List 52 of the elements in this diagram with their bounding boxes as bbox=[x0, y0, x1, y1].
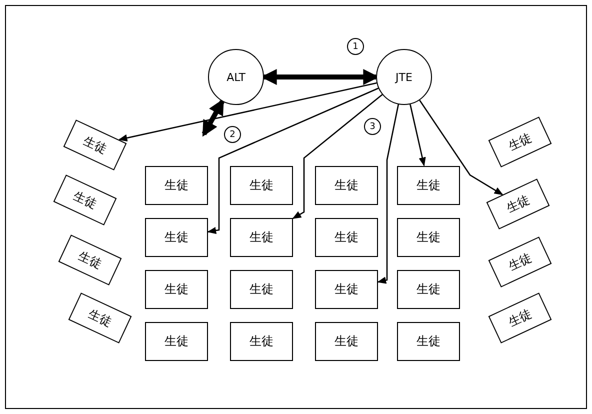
student-box bbox=[315, 270, 378, 308]
node-label: 生徒 bbox=[506, 305, 534, 331]
node-label: JTE bbox=[396, 70, 412, 84]
student-box bbox=[230, 166, 293, 204]
student-box bbox=[397, 218, 460, 256]
node-label: 生徒 bbox=[76, 247, 104, 273]
node-label: 生徒 bbox=[506, 129, 534, 155]
arrow bbox=[118, 82, 377, 142]
node-label: 生徒 bbox=[250, 176, 274, 194]
arrow bbox=[410, 104, 426, 166]
callout-number: 1 bbox=[347, 38, 364, 55]
double-arrow bbox=[202, 98, 224, 137]
node-label: 生徒 bbox=[250, 280, 274, 298]
arrow bbox=[207, 88, 379, 234]
node-label: ALT bbox=[226, 70, 246, 84]
node-label: 生徒 bbox=[250, 332, 274, 350]
arrow bbox=[292, 94, 383, 220]
student-box bbox=[315, 322, 378, 360]
node-label: 生徒 bbox=[334, 332, 358, 350]
student-box bbox=[397, 322, 460, 360]
node-label: 生徒 bbox=[334, 176, 358, 194]
node-label: 生徒 bbox=[70, 187, 100, 213]
arrow bbox=[377, 104, 400, 284]
student-box bbox=[230, 322, 293, 360]
node-label: 生徒 bbox=[334, 228, 358, 246]
node-label: 生徒 bbox=[164, 332, 188, 350]
arrow bbox=[419, 100, 504, 196]
student-box bbox=[315, 218, 378, 256]
student-box bbox=[315, 166, 378, 204]
node-label: 生徒 bbox=[334, 280, 358, 298]
node-label: 生徒 bbox=[80, 132, 110, 158]
callout-number: 2 bbox=[224, 126, 241, 143]
node-label: 生徒 bbox=[506, 249, 534, 275]
node-label: 生徒 bbox=[86, 305, 114, 331]
student-box bbox=[145, 322, 208, 360]
node-label: 生徒 bbox=[416, 332, 440, 350]
student-box bbox=[397, 270, 460, 308]
node-label: 生徒 bbox=[416, 280, 440, 298]
node-label: 生徒 bbox=[164, 280, 188, 298]
student-box bbox=[230, 218, 293, 256]
node-label: 生徒 bbox=[250, 228, 274, 246]
student-box bbox=[397, 166, 460, 204]
node-label: 生徒 bbox=[416, 228, 440, 246]
callout-number: 3 bbox=[364, 118, 381, 135]
node-label: 生徒 bbox=[164, 176, 188, 194]
student-box bbox=[145, 218, 208, 256]
student-box bbox=[145, 270, 208, 308]
node-label: 生徒 bbox=[504, 191, 532, 217]
node-label: 生徒 bbox=[164, 228, 188, 246]
node-label: 生徒 bbox=[416, 176, 440, 194]
student-box bbox=[145, 166, 208, 204]
student-box bbox=[230, 270, 293, 308]
